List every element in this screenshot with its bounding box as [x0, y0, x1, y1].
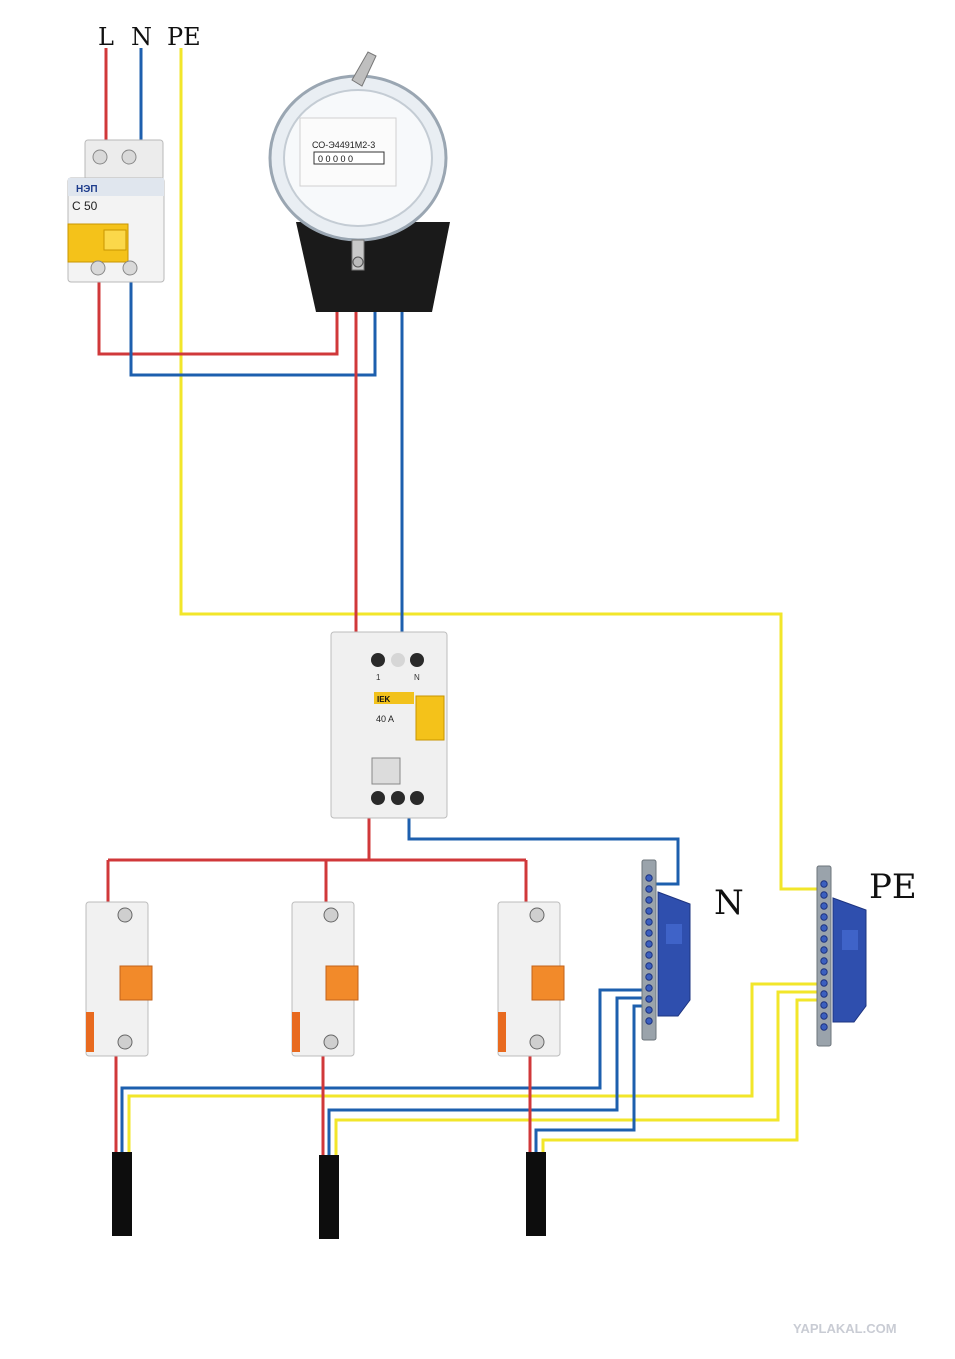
bus-screw	[820, 957, 828, 965]
wire-pe-group-2	[334, 990, 823, 1155]
wires	[97, 48, 823, 1155]
label-l: L	[98, 23, 114, 51]
bus-screw	[645, 1017, 653, 1025]
bus-screw	[820, 946, 828, 954]
watermark: YAPLAKAL.COM	[793, 1321, 897, 1336]
label-n: N	[131, 23, 152, 51]
bus-screw	[645, 962, 653, 970]
bus-screw	[645, 885, 653, 893]
label-earth-bus: PE	[869, 867, 917, 907]
wire-n-breaker-meter	[129, 280, 377, 377]
earth-bus-screws	[820, 880, 828, 1031]
bus-screw	[820, 913, 828, 921]
bus-screw	[645, 940, 653, 948]
wire-pe-group-3	[541, 998, 823, 1152]
top-labels: L N PE	[98, 23, 201, 51]
wire-n-group-1	[120, 988, 646, 1152]
energy-meter: СО-Э4491М2-3 0 0 0 0 0	[268, 51, 450, 312]
group-breaker-2	[291, 901, 359, 1057]
rcd-brand: IEK	[377, 695, 391, 704]
wire-n-rcd-bus	[407, 815, 680, 886]
wire-pe-group-1	[127, 982, 823, 1152]
label-neutral-bus: N	[714, 883, 744, 923]
wire-pe-main	[179, 48, 820, 891]
bus-screw	[645, 874, 653, 882]
bus-screw	[820, 935, 828, 943]
bus-screw	[645, 984, 653, 992]
neutral-bus-screws	[645, 874, 653, 1025]
bus-screw	[820, 979, 828, 987]
bus-screw	[645, 951, 653, 959]
bus-screw	[820, 1001, 828, 1009]
neutral-bus-bar	[641, 859, 691, 1041]
main-breaker-brand: НЭП	[76, 184, 98, 195]
bus-screw	[820, 990, 828, 998]
meter-reading: 0 0 0 0 0	[318, 154, 353, 164]
bus-screw	[820, 924, 828, 932]
rcd-rating: 40 A	[376, 714, 394, 724]
bus-screw	[820, 1023, 828, 1031]
rcd-terminal-1: 1	[376, 673, 381, 682]
label-pe: PE	[167, 23, 201, 51]
outgoing-cable-3	[526, 1152, 546, 1236]
group-breaker-1	[85, 901, 153, 1057]
bus-screw	[820, 891, 828, 899]
bus-screw	[820, 902, 828, 910]
bus-screw	[645, 918, 653, 926]
outgoing-cable-1	[112, 1152, 132, 1236]
bus-screw	[820, 968, 828, 976]
meter-model: СО-Э4491М2-3	[312, 140, 375, 150]
rcd-terminal-n: N	[414, 673, 420, 682]
earth-bus-bar	[816, 865, 867, 1047]
bus-screw	[645, 973, 653, 981]
bus-screw	[645, 995, 653, 1003]
bus-screw	[645, 907, 653, 915]
group-breaker-3	[497, 901, 565, 1057]
main-circuit-breaker: НЭП C 50	[67, 139, 165, 283]
wire-n-group-3	[534, 1004, 646, 1152]
bus-screw	[645, 1006, 653, 1014]
bus-screw	[820, 1012, 828, 1020]
bus-screw	[820, 880, 828, 888]
outgoing-cable-2	[319, 1155, 339, 1239]
bus-screw	[645, 896, 653, 904]
main-breaker-rating: C 50	[72, 199, 98, 213]
bus-screw	[645, 929, 653, 937]
residual-current-device: 1 N IEK 40 A	[330, 631, 448, 819]
wire-l-breaker-meter	[97, 280, 339, 356]
wire-n-group-2	[327, 996, 646, 1155]
